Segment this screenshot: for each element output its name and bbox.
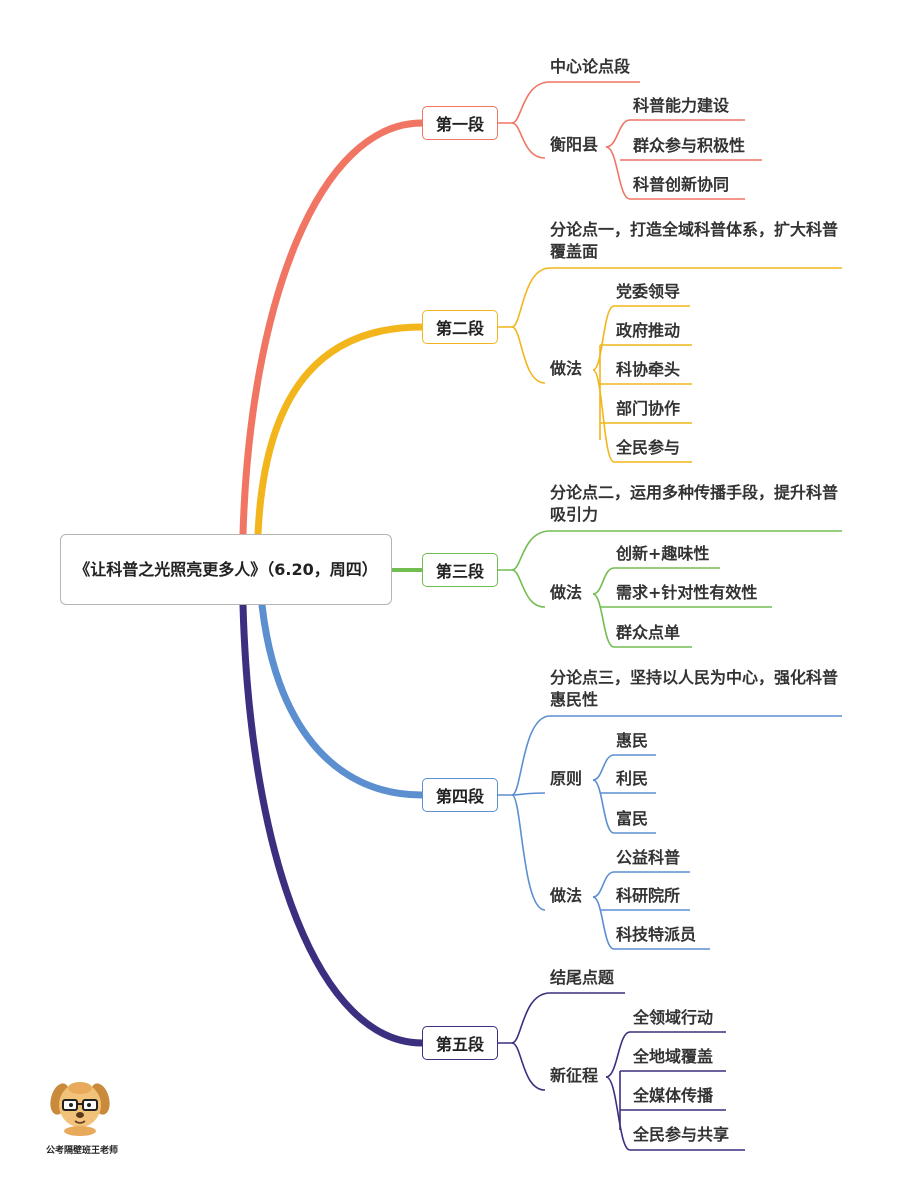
topic-item[interactable]: 科协牵头 (616, 360, 681, 379)
section-node-1[interactable]: 第一段 (422, 106, 498, 140)
topic-item[interactable]: 惠民 (616, 731, 649, 750)
topic-point[interactable]: 分论点一，打造全域科普体系，扩大科普覆盖面 (550, 220, 839, 261)
topic-item[interactable]: 公益科普 (616, 848, 681, 867)
topic-group[interactable]: 新征程 (550, 1066, 599, 1085)
topic-item[interactable]: 利民 (616, 769, 649, 788)
section-node-2[interactable]: 第二段 (422, 310, 498, 344)
root-topic[interactable]: 《让科普之光照亮更多人》（6.20，周四） (60, 534, 392, 605)
topic-item[interactable]: 科技特派员 (616, 925, 697, 944)
topic-item[interactable]: 富民 (616, 809, 649, 828)
topic-item[interactable]: 全领域行动 (633, 1008, 714, 1027)
topic-item[interactable]: 需求+针对性有效性 (616, 583, 758, 602)
section-node-3[interactable]: 第三段 (422, 553, 498, 587)
topic-item[interactable]: 群众参与积极性 (633, 136, 746, 155)
topic-group[interactable]: 衡阳县 (550, 135, 599, 154)
topic-group[interactable]: 做法 (550, 583, 583, 602)
topic-item[interactable]: 科研院所 (616, 886, 681, 905)
topic-group[interactable]: 做法 (550, 886, 583, 905)
topic-point[interactable]: 分论点二，运用多种传播手段，提升科普吸引力 (550, 483, 839, 524)
topic-point[interactable]: 分论点三，坚持以人民为中心，强化科普惠民性 (550, 668, 839, 709)
section-label: 第三段 (435, 562, 484, 581)
branch-section-4 (258, 601, 426, 799)
topic-item[interactable]: 全民参与 (616, 438, 681, 457)
logo-caption: 公考隔壁班王老师 (46, 1146, 119, 1156)
branch-section-2 (254, 323, 426, 538)
topic-item[interactable]: 党委领导 (616, 282, 681, 301)
section-node-5[interactable]: 第五段 (422, 1026, 498, 1060)
topic-group[interactable]: 做法 (550, 359, 583, 378)
branch-section-1 (239, 119, 426, 538)
section-node-4[interactable]: 第四段 (422, 778, 498, 812)
section-label: 第一段 (435, 115, 484, 134)
section-label: 第五段 (435, 1035, 484, 1054)
topic-item[interactable]: 科普创新协同 (633, 175, 730, 194)
dog-teacher-mascot-icon (50, 1082, 110, 1136)
section-label: 第四段 (435, 787, 484, 806)
topic-item[interactable]: 部门协作 (616, 399, 681, 418)
topic-item[interactable]: 政府推动 (616, 321, 681, 340)
topic-item[interactable]: 科普能力建设 (633, 96, 730, 115)
topic-group[interactable]: 原则 (550, 769, 583, 788)
section-label: 第二段 (435, 319, 484, 338)
branch-section-5 (239, 601, 426, 1047)
topic-point[interactable]: 结尾点题 (550, 968, 615, 987)
root-topic-label: 《让科普之光照亮更多人》（6.20，周四） (74, 559, 378, 579)
topic-item[interactable]: 全地域覆盖 (633, 1047, 714, 1066)
topic-item[interactable]: 群众点单 (616, 623, 681, 642)
topic-point[interactable]: 中心论点段 (550, 57, 631, 76)
topic-item[interactable]: 全媒体传播 (633, 1086, 714, 1105)
topic-item[interactable]: 创新+趣味性 (616, 544, 710, 563)
topic-item[interactable]: 全民参与共享 (633, 1125, 730, 1144)
